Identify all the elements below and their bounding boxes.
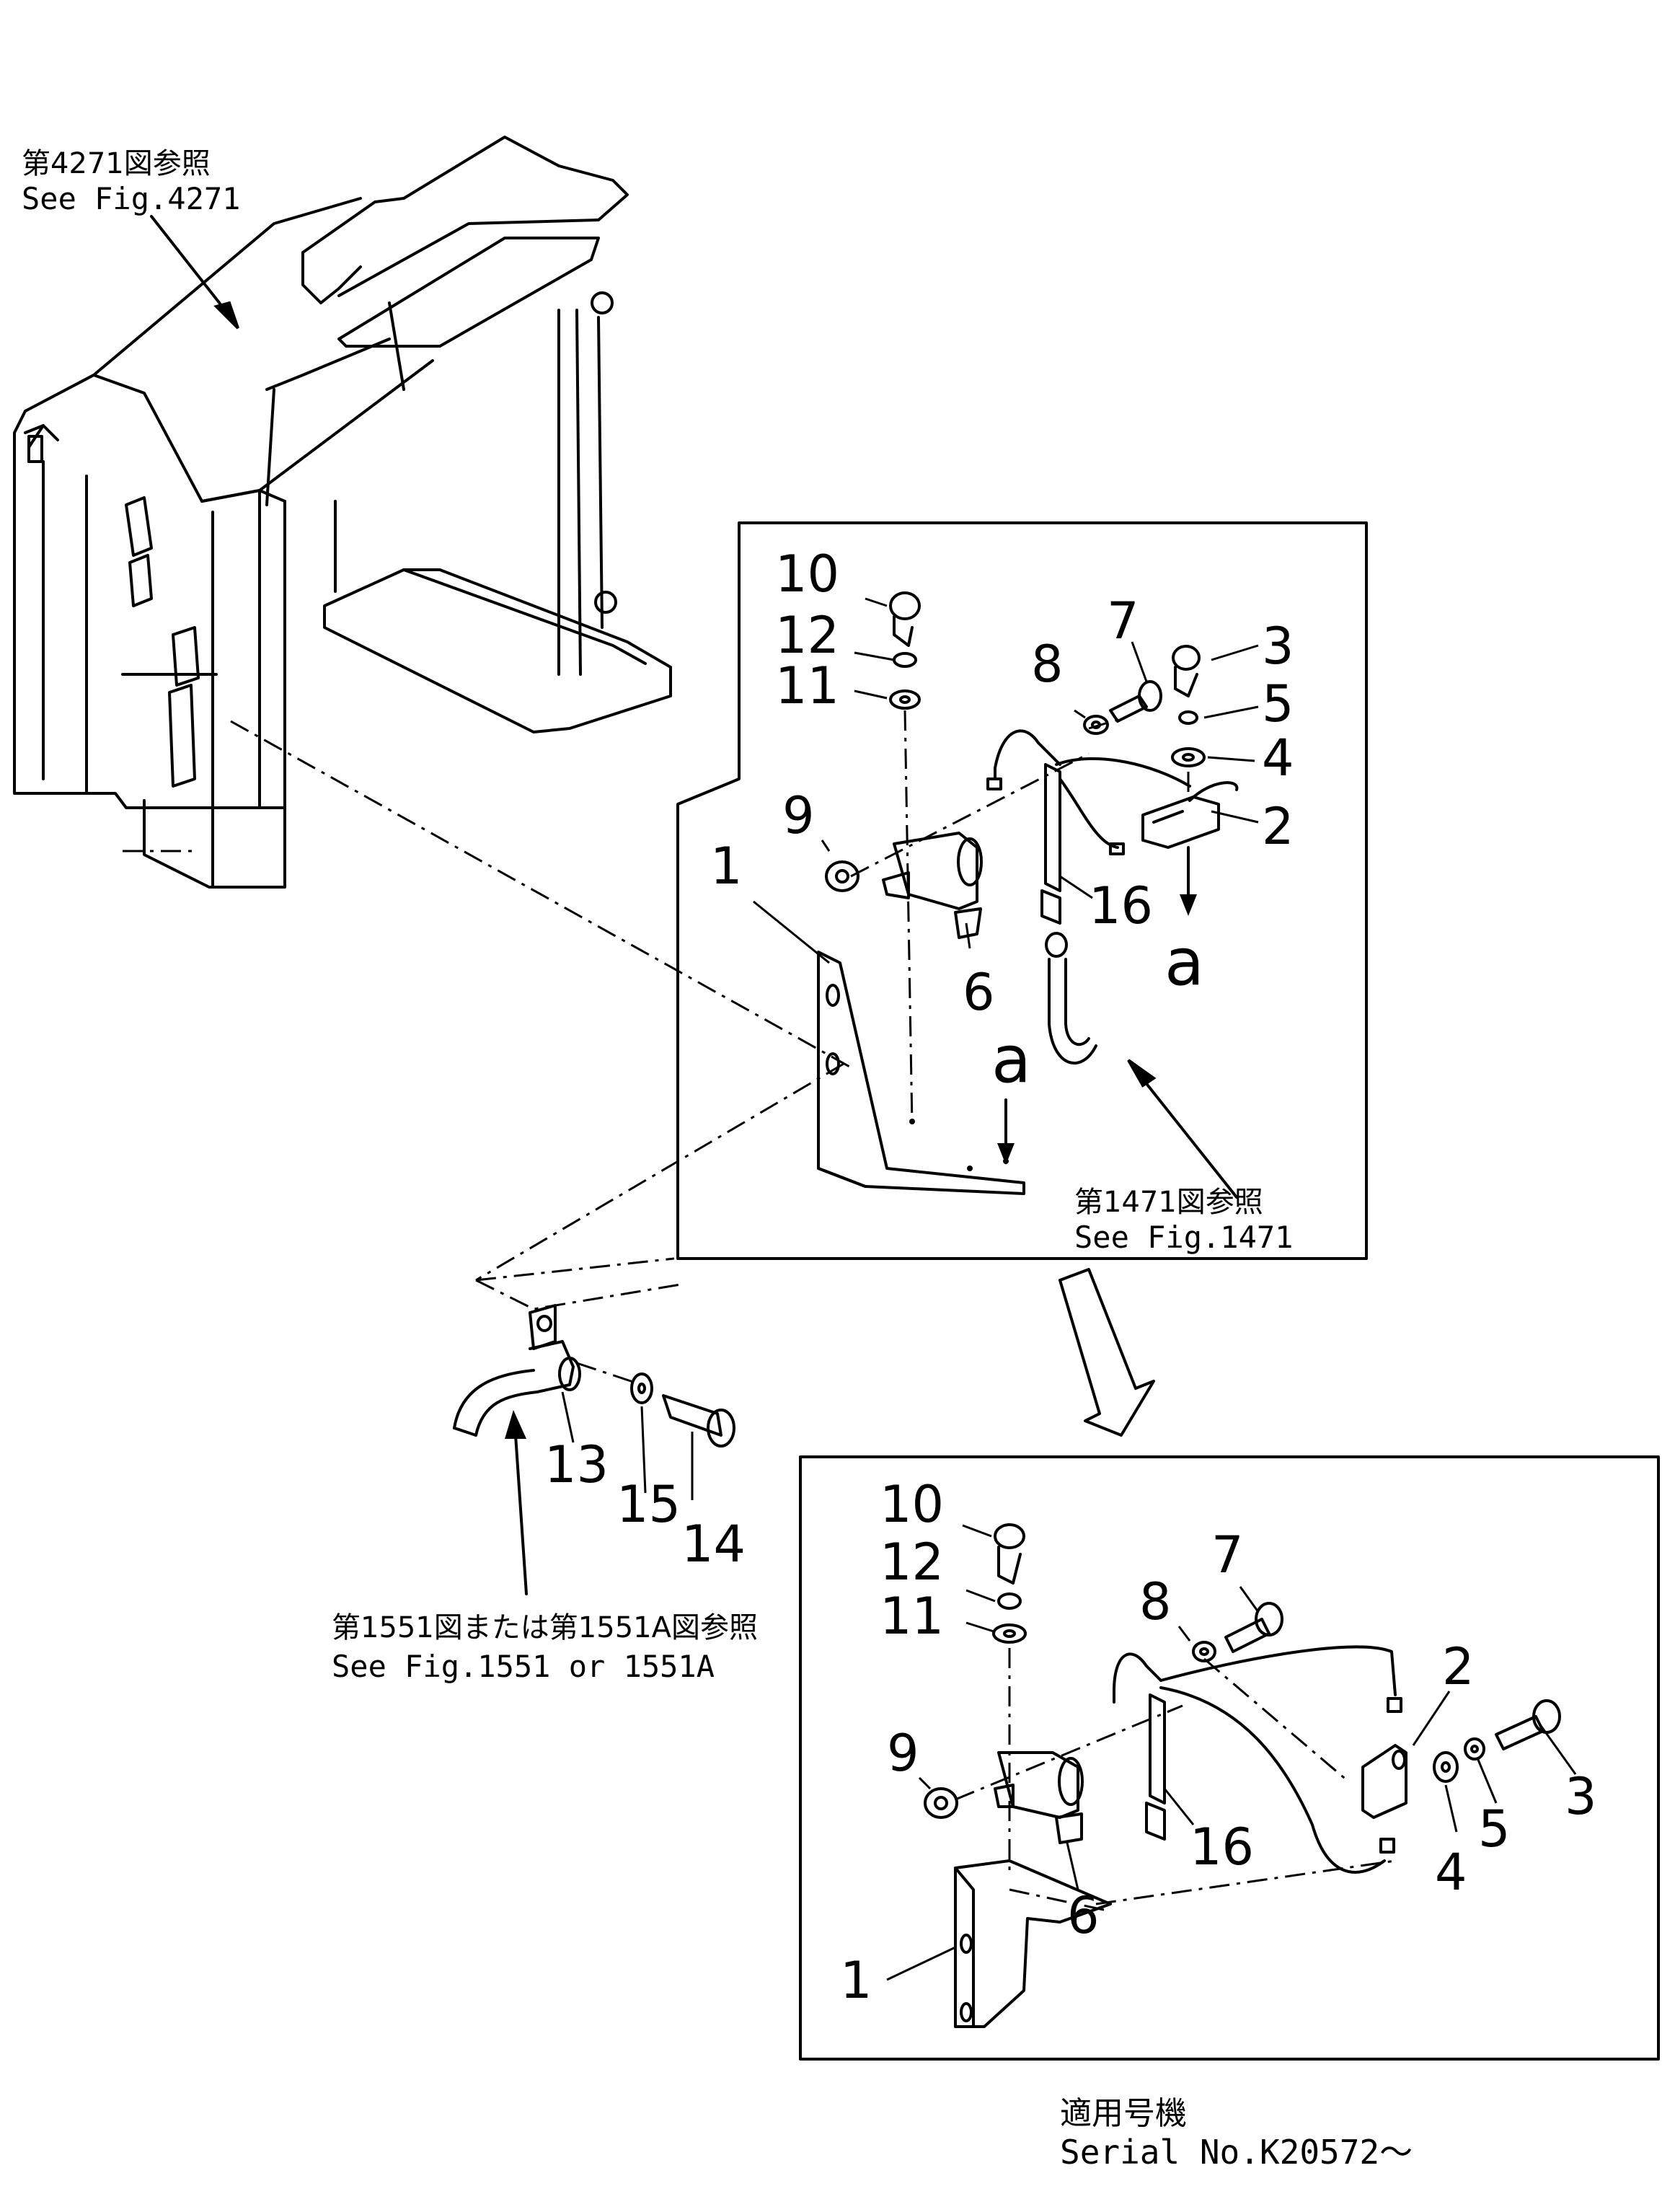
- detail-upper-label-5: 5: [1262, 674, 1294, 733]
- cab-frame: [13, 136, 672, 889]
- detail-lower-label-11: 11: [880, 1587, 944, 1646]
- detail-upper-label-a-bottom: a: [991, 1022, 1031, 1098]
- detail-box-upper: 10 12 11 7 3 8 5 4 9 2 1 16 6 a a 第1471図…: [676, 521, 1368, 1260]
- fig1471-label-en: See Fig.1471: [1074, 1220, 1293, 1255]
- lower-label-13: 13: [544, 1435, 609, 1494]
- detail-upper-label-10: 10: [775, 545, 839, 604]
- fig1551-label-jp: 第1551図または第1551A図参照: [332, 1611, 758, 1644]
- detail-upper-label-11: 11: [775, 656, 839, 715]
- detail-lower-label-8: 8: [1139, 1572, 1172, 1631]
- detail-upper-label-2: 2: [1262, 797, 1294, 856]
- lower-parts: 13 15 14 第1551図または第1551A図参照 See Fig.1551…: [332, 1062, 844, 1684]
- projection-line: [230, 720, 852, 1069]
- detail-lower-label-16: 16: [1190, 1817, 1254, 1877]
- detail-lower-label-9: 9: [887, 1724, 919, 1783]
- fig1551-label-en: See Fig.1551 or 1551A: [332, 1649, 715, 1684]
- fig4271-callout: 第4271図参照 See Fig.4271: [22, 147, 240, 330]
- detail-upper-label-6: 6: [963, 963, 995, 1022]
- detail-upper-label-3: 3: [1262, 617, 1294, 676]
- detail-upper-label-1: 1: [710, 837, 743, 896]
- detail-lower-label-4: 4: [1435, 1843, 1467, 1902]
- transition-arrow: [1059, 1268, 1155, 1437]
- detail-lower-label-5: 5: [1478, 1799, 1511, 1859]
- detail-upper-label-7: 7: [1107, 591, 1139, 651]
- detail-upper-label-9: 9: [782, 786, 815, 845]
- lower-label-15: 15: [616, 1475, 681, 1534]
- detail-lower-label-2: 2: [1442, 1637, 1475, 1696]
- detail-lower-label-10: 10: [880, 1475, 944, 1534]
- detail-lower-label-6: 6: [1067, 1886, 1100, 1945]
- detail-box-lower: 10 12 11 7 8 2 9 3 5 16 4 6 1: [799, 1455, 1660, 2061]
- serial-label-en: Serial No.K20572～: [1060, 2133, 1413, 2172]
- detail-upper-label-4: 4: [1262, 728, 1294, 788]
- detail-lower-label-12: 12: [880, 1533, 944, 1592]
- detail-lower-label-3: 3: [1565, 1767, 1597, 1826]
- lower-label-14: 14: [681, 1515, 746, 1574]
- detail-upper-label-16: 16: [1089, 876, 1153, 935]
- fig1471-label-jp: 第1471図参照: [1074, 1186, 1263, 1219]
- detail-upper-label-12: 12: [775, 606, 839, 665]
- fig4271-label-en: See Fig.4271: [22, 181, 240, 216]
- detail-lower-label-1: 1: [840, 1951, 872, 2010]
- serial-label-jp: 適用号機: [1060, 2095, 1187, 2132]
- fig4271-label-jp: 第4271図参照: [22, 147, 211, 180]
- detail-lower-label-7: 7: [1211, 1525, 1244, 1585]
- detail-upper-label-8: 8: [1031, 635, 1064, 694]
- detail-upper-label-a-top: a: [1164, 925, 1204, 1000]
